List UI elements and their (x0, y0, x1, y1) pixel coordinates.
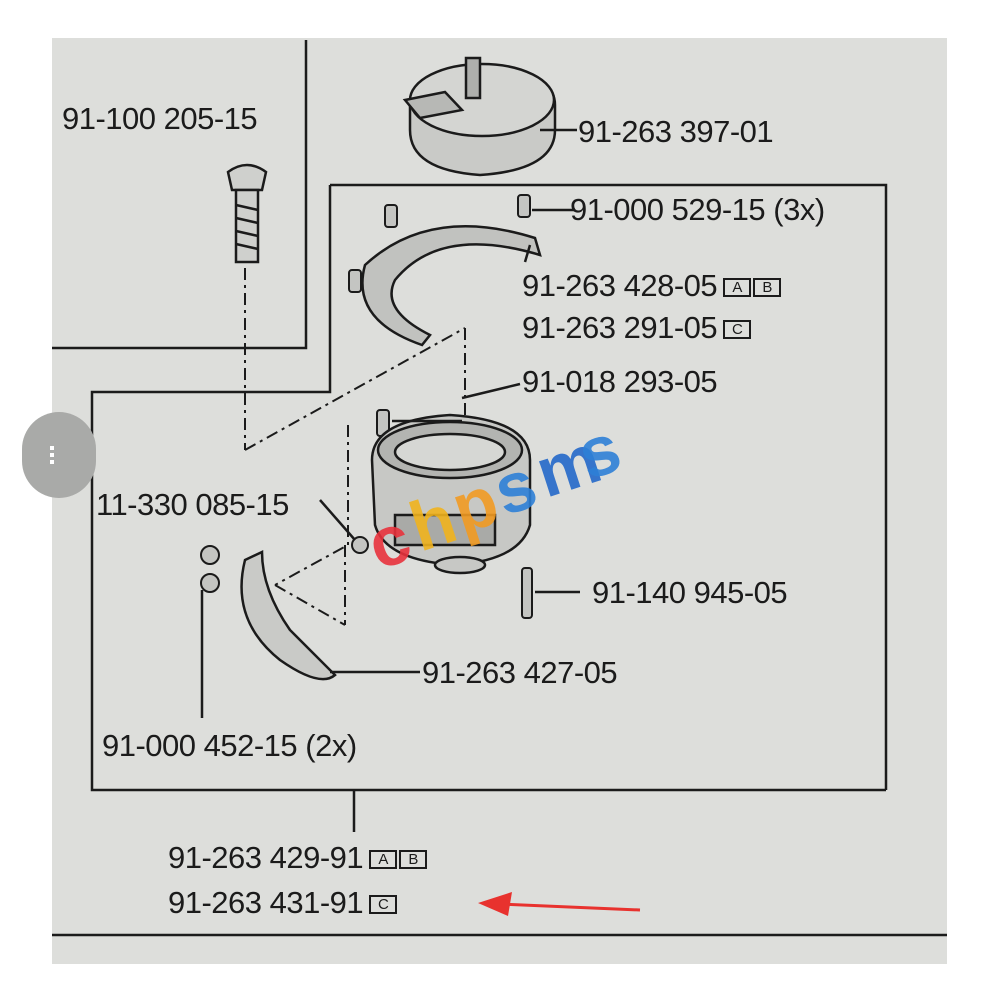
side-scroll-handle[interactable] (22, 412, 96, 498)
bobbin-case-cap-icon (402, 56, 557, 177)
part-number: 91-000 452-15 (2x) (102, 728, 357, 763)
part-number: 91-100 205-15 (62, 101, 258, 136)
screw-icon (226, 163, 268, 264)
frame-top-left (52, 40, 308, 350)
frame-right (330, 183, 888, 790)
part-label-91-140-945-05: 91-140 945-05 (592, 575, 788, 610)
part-number: 91-263 427-05 (422, 655, 618, 690)
part-label-91-018-293-05: 91-018 293-05 (522, 364, 718, 399)
part-label-11-330-085-15: 11-330 085-15 (96, 489, 289, 520)
part-label-91-000-529-15: 91-000 529-15 (3x) (570, 194, 825, 225)
part-number: 91-263 431-91 (168, 885, 364, 920)
part-number: 91-140 945-05 (592, 575, 788, 610)
frame-main (90, 185, 886, 792)
variant-tag: B (399, 850, 428, 869)
variant-tag: A (369, 850, 398, 869)
needle-guard-icon (240, 550, 337, 681)
rotary-hook-icon (370, 413, 532, 575)
part-label-91-263-427-05: 91-263 427-05 (422, 655, 618, 690)
part-label-91-000-452-15: 91-000 452-15 (2x) (102, 730, 357, 761)
part-label-91-100-205-15: 91-100 205-15 (62, 101, 258, 136)
callout-arrow-icon (478, 892, 641, 916)
variant-tag: A (723, 278, 752, 297)
small-screws-icon (200, 194, 533, 619)
assembly-lines (244, 268, 466, 626)
variant-tag: B (753, 278, 782, 297)
frame-lines (52, 40, 947, 937)
leader-lines (200, 128, 580, 718)
part-number: 91-263 291-05 (522, 310, 718, 345)
part-number: 91-263 429-91 (168, 840, 364, 875)
part-label-91-263-397-01: 91-263 397-01 (578, 114, 774, 149)
part-number: 91-018 293-05 (522, 364, 718, 399)
part-number: 91-263 397-01 (578, 114, 774, 149)
part-number: 11-330 085-15 (96, 487, 289, 522)
part-number: 91-000 529-15 (3x) (570, 192, 825, 227)
part-label-91-263-431-91: 91-263 431-91 C (168, 885, 398, 920)
gib-plate-icon (361, 225, 542, 347)
variant-tag: C (723, 320, 752, 339)
part-number: 91-263 428-05 (522, 268, 718, 303)
variant-tag: C (369, 895, 398, 914)
part-label-91-263-291-05: 91-263 291-05 C (522, 310, 752, 345)
